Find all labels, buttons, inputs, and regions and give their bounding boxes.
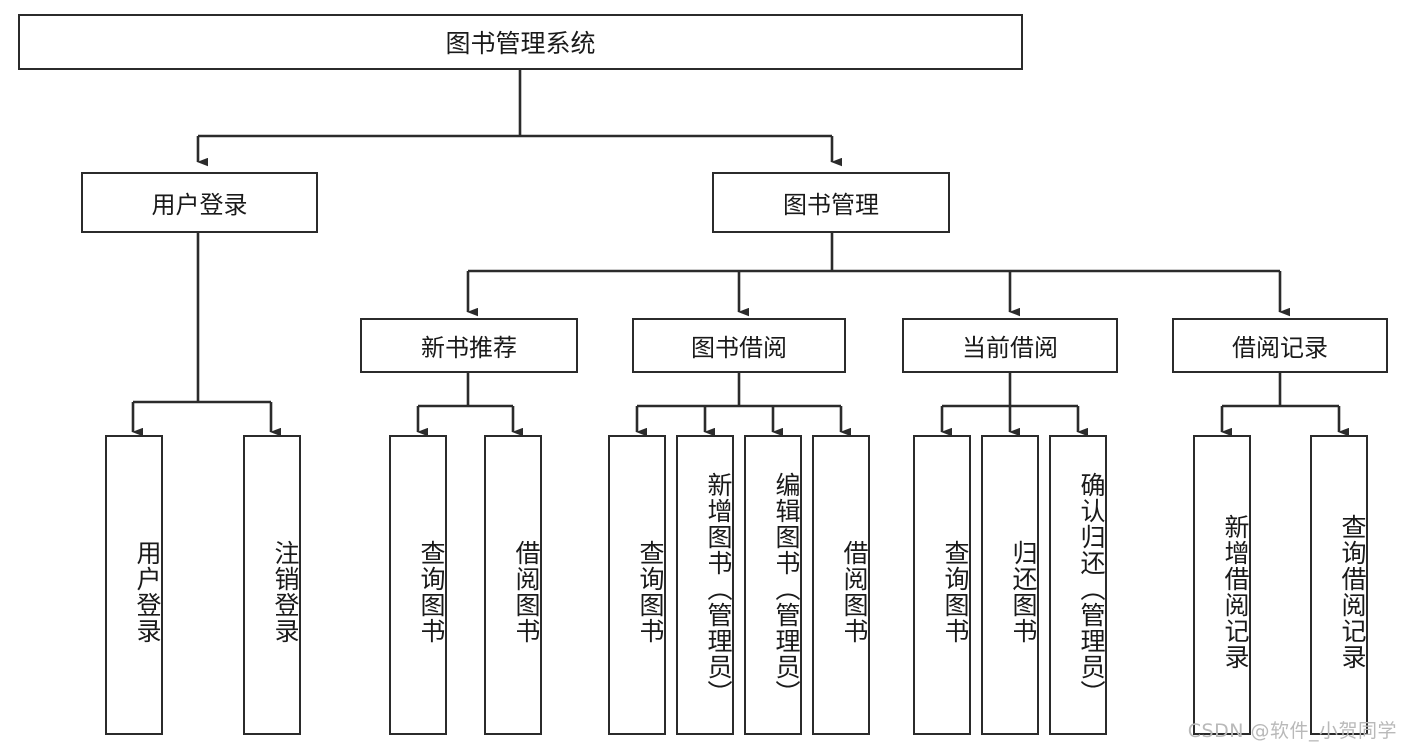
watermark: CSDN @软件_小贺同学 xyxy=(1187,720,1397,742)
node-label: 查询图书 xyxy=(636,540,665,644)
leaf-current-confirm-return-admin[interactable]: 确认归还（管理员） xyxy=(1049,435,1107,735)
node-label: 归还图书 xyxy=(1009,540,1038,644)
leaf-recommend-borrow-book[interactable]: 借阅图书 xyxy=(484,435,542,735)
node-label: 新增图书（管理员） xyxy=(704,472,733,706)
leaf-current-query-book[interactable]: 查询图书 xyxy=(913,435,971,735)
leaf-user-login-signin[interactable]: 用户登录 xyxy=(105,435,163,735)
leaf-borrow-add-book-admin[interactable]: 新增图书（管理员） xyxy=(676,435,734,735)
node-book-borrow[interactable]: 图书借阅 xyxy=(632,318,846,373)
node-borrow-records[interactable]: 借阅记录 xyxy=(1172,318,1388,373)
leaf-borrow-query-book[interactable]: 查询图书 xyxy=(608,435,666,735)
leaf-recommend-query-book[interactable]: 查询图书 xyxy=(389,435,447,735)
leaf-current-return-book[interactable]: 归还图书 xyxy=(981,435,1039,735)
node-book-management[interactable]: 图书管理 xyxy=(712,172,950,233)
node-current-borrow[interactable]: 当前借阅 xyxy=(902,318,1118,373)
leaf-borrow-borrow-book[interactable]: 借阅图书 xyxy=(812,435,870,735)
node-label: 当前借阅 xyxy=(962,334,1058,362)
node-label: 借阅图书 xyxy=(512,540,541,644)
leaf-records-query-record[interactable]: 查询借阅记录 xyxy=(1310,435,1368,735)
node-label: 新增借阅记录 xyxy=(1221,514,1250,670)
node-label: 图书管理 xyxy=(783,191,879,219)
node-label: 新书推荐 xyxy=(421,334,517,362)
node-label: 查询图书 xyxy=(941,540,970,644)
leaf-borrow-edit-book-admin[interactable]: 编辑图书（管理员） xyxy=(744,435,802,735)
leaf-user-login-signout[interactable]: 注销登录 xyxy=(243,435,301,735)
node-label: 图书管理系统 xyxy=(445,29,596,58)
node-label: 借阅记录 xyxy=(1232,334,1328,362)
leaf-records-add-record[interactable]: 新增借阅记录 xyxy=(1193,435,1251,735)
node-label: 查询图书 xyxy=(417,540,446,644)
node-label: 注销登录 xyxy=(271,540,300,644)
node-label: 用户登录 xyxy=(151,191,248,219)
node-root-system[interactable]: 图书管理系统 xyxy=(18,14,1023,70)
node-label: 确认归还（管理员） xyxy=(1077,472,1106,706)
node-label: 图书借阅 xyxy=(691,334,787,362)
node-label: 查询借阅记录 xyxy=(1338,514,1367,670)
node-label: 用户登录 xyxy=(133,540,162,644)
node-label: 编辑图书（管理员） xyxy=(772,472,801,706)
node-new-book-recommend[interactable]: 新书推荐 xyxy=(360,318,578,373)
node-label: 借阅图书 xyxy=(840,540,869,644)
node-user-login[interactable]: 用户登录 xyxy=(81,172,318,233)
